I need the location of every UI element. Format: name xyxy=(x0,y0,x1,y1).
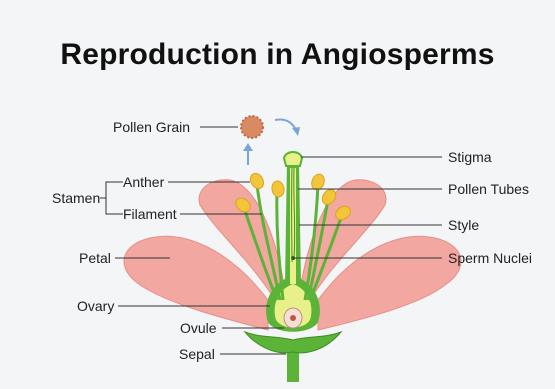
arrow-up-head xyxy=(243,143,253,151)
label-pollen-tubes: Pollen Tubes xyxy=(448,181,529,197)
arrow-curve-head xyxy=(292,127,300,136)
stigma xyxy=(284,152,302,166)
anther xyxy=(271,180,286,198)
label-sepal: Sepal xyxy=(179,346,215,362)
ovule-nucleus xyxy=(290,315,296,321)
label-petal: Petal xyxy=(79,250,111,266)
label-anther: Anther xyxy=(123,174,165,190)
label-stamen: Stamen xyxy=(52,190,100,206)
style-inner xyxy=(290,168,296,284)
label-sperm-nuclei: Sperm Nuclei xyxy=(448,250,532,266)
label-pollen-grain: Pollen Grain xyxy=(113,119,190,135)
anther xyxy=(248,171,266,191)
sepal xyxy=(245,332,341,353)
label-style: Style xyxy=(448,217,479,233)
stamen-bracket xyxy=(106,182,123,214)
pollen-grain-core xyxy=(244,119,260,135)
label-ovule: Ovule xyxy=(180,320,217,336)
label-ovary: Ovary xyxy=(77,298,114,314)
label-stigma: Stigma xyxy=(448,149,492,165)
label-filament: Filament xyxy=(123,206,177,222)
